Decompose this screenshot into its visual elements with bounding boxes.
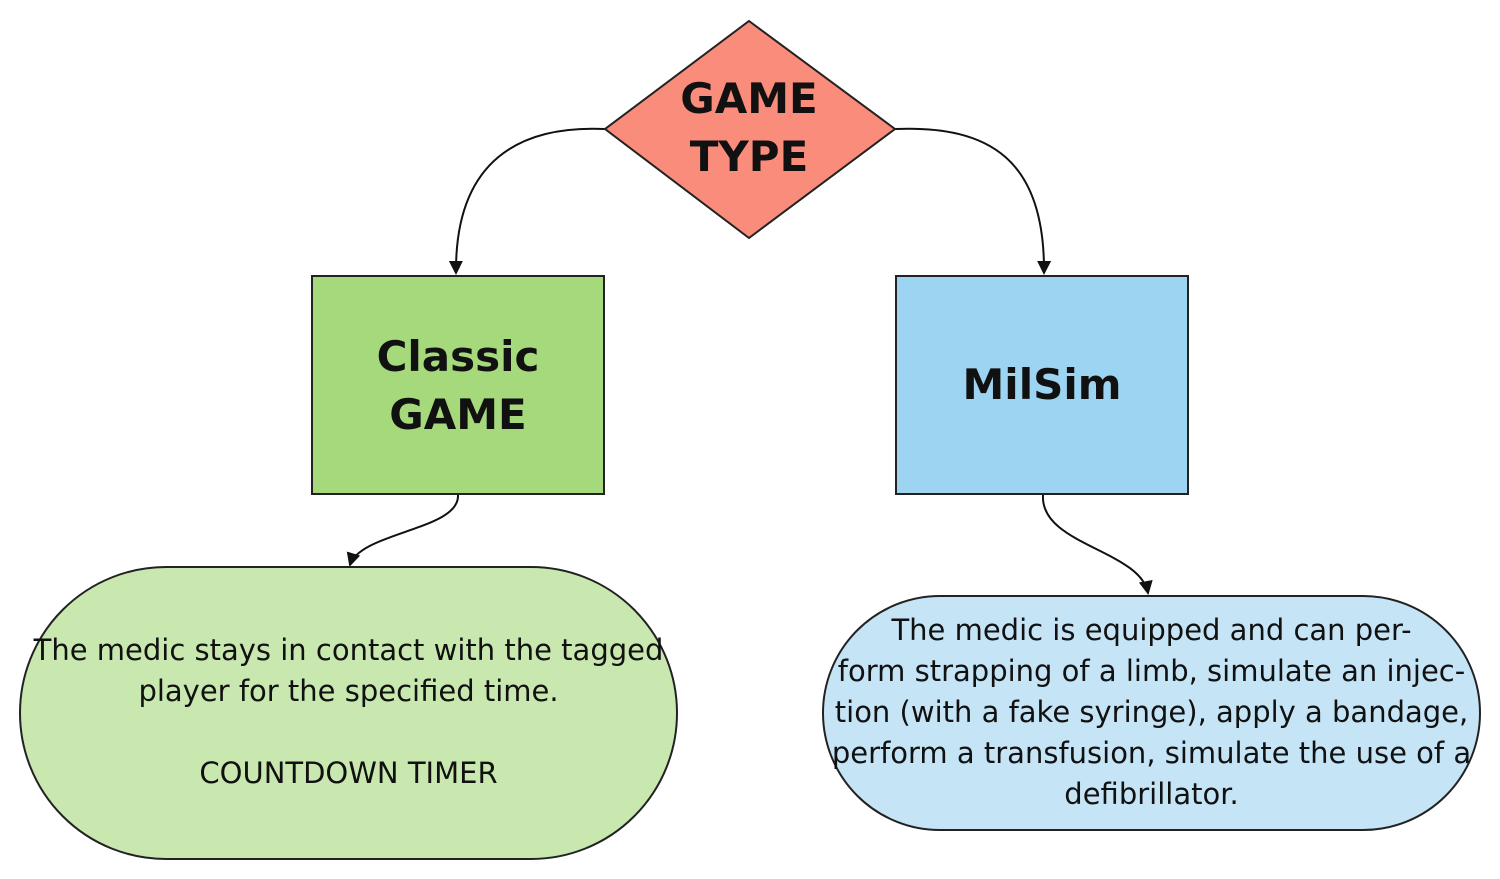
classic-game-box [311,275,605,495]
milsim-text: MilSim [962,360,1122,409]
classic-description: The medic stays in contact with the tagg… [30,630,667,800]
game-type-label: GAME TYPE [620,68,878,188]
classic-desc-line-2: player for the specified time. [138,674,559,708]
milsim-label: MilSim [896,276,1188,494]
milsim-desc-line-2: form strapping of a limb, simulate an in… [837,654,1466,688]
classic-line-1: Classic [376,332,540,381]
milsim-desc-line-5: defibrillator. [1064,777,1239,811]
classic-line-2: GAME [389,390,527,439]
milsim-desc-line-4: perform a transfusion, simulate the use … [831,736,1472,770]
countdown-timer-label: COUNTDOWN TIMER [199,756,498,790]
classic-description-pill [19,566,678,860]
milsim-box [895,275,1189,495]
game-type-line-1: GAME [680,74,818,123]
game-type-diamond [603,19,897,240]
milsim-desc-line-1: The medic is equipped and can per- [891,613,1412,647]
milsim-description: The medic is equipped and can per- form … [823,610,1480,820]
classic-desc-line-1: The medic stays in contact with the tagg… [33,633,664,667]
connector-classic-to-description [346,494,460,567]
milsim-desc-line-3: tion (with a fake syringe), apply a band… [834,695,1469,729]
game-type-line-2: TYPE [689,132,809,181]
connector-game-type-to-milsim [894,127,1052,275]
classic-game-label: Classic GAME [312,326,604,446]
connector-game-type-to-classic [448,127,606,275]
connector-milsim-to-description [1041,494,1153,595]
milsim-description-pill [822,595,1481,831]
